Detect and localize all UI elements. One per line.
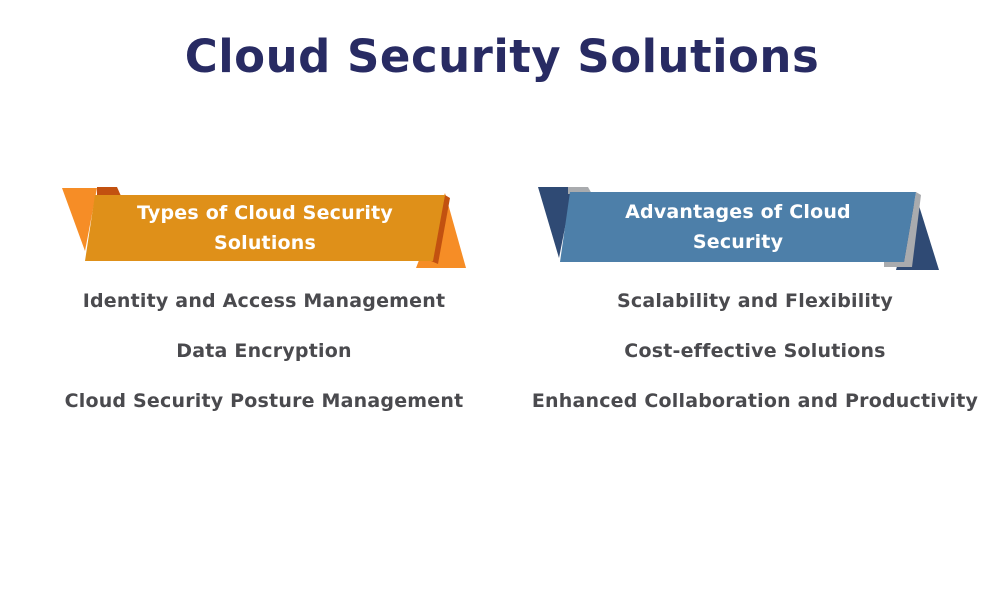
advantages-ribbon-graphic: [538, 187, 939, 270]
types-list: Identity and Access Management Data Encr…: [24, 286, 504, 436]
ribbon-body: [560, 192, 916, 262]
list-item: Enhanced Collaboration and Productivity: [531, 390, 979, 412]
list-item: Cloud Security Posture Management: [64, 390, 464, 412]
ribbon-fold-left: [97, 187, 121, 196]
ribbon-body: [85, 195, 445, 261]
ribbon-crease-right: [431, 195, 450, 264]
ribbon-tail-left: [62, 188, 97, 251]
ribbon-shadow-right: [884, 192, 921, 267]
types-ribbon-graphic: [62, 187, 466, 268]
advantages-list: Scalability and Flexibility Cost-effecti…: [515, 286, 995, 436]
list-item: Data Encryption: [176, 340, 352, 362]
list-item: Cost-effective Solutions: [624, 340, 886, 362]
list-item: Scalability and Flexibility: [616, 290, 894, 312]
ribbon-tail-left: [538, 187, 573, 258]
list-item: Identity and Access Management: [82, 290, 446, 312]
page-title: Cloud Security Solutions: [184, 30, 820, 83]
